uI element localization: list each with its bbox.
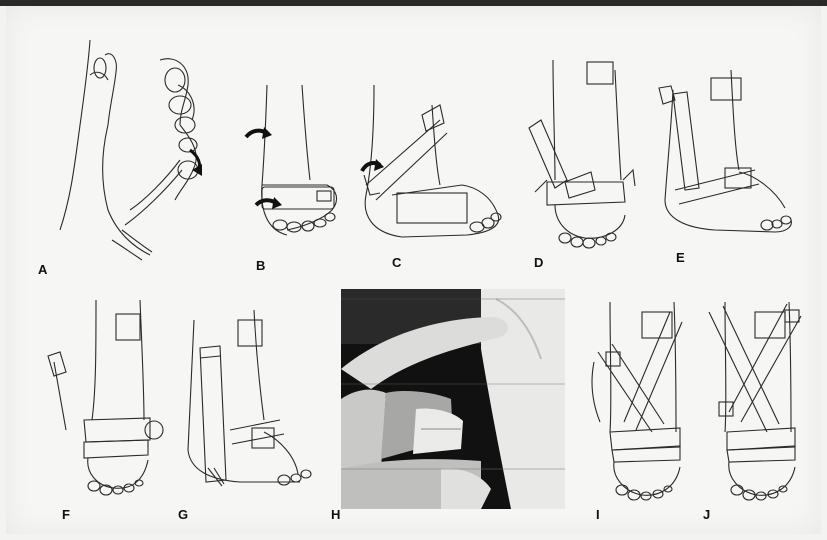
panel-g-label: G bbox=[178, 507, 188, 522]
panel-b-illustration bbox=[232, 75, 352, 255]
panel-f-illustration bbox=[40, 290, 165, 500]
panel-a-label: A bbox=[38, 262, 47, 277]
panel-g-illustration bbox=[180, 300, 330, 500]
panel-b-label: B bbox=[256, 258, 265, 273]
panel-d-label: D bbox=[534, 255, 543, 270]
panel-j-label: J bbox=[703, 507, 710, 522]
panel-i-label: I bbox=[596, 507, 600, 522]
panel-f-label: F bbox=[62, 507, 70, 522]
panel-h-photo bbox=[341, 289, 565, 509]
panel-e-label: E bbox=[676, 250, 685, 265]
panel-d-illustration bbox=[525, 50, 645, 255]
panel-i-illustration bbox=[590, 292, 700, 507]
panel-h-label: H bbox=[331, 507, 340, 522]
panel-c-label: C bbox=[392, 255, 401, 270]
panel-a-illustration bbox=[30, 30, 230, 270]
panel-j-illustration bbox=[705, 292, 815, 507]
panel-c-illustration bbox=[352, 75, 512, 255]
panel-e-illustration bbox=[655, 60, 805, 245]
